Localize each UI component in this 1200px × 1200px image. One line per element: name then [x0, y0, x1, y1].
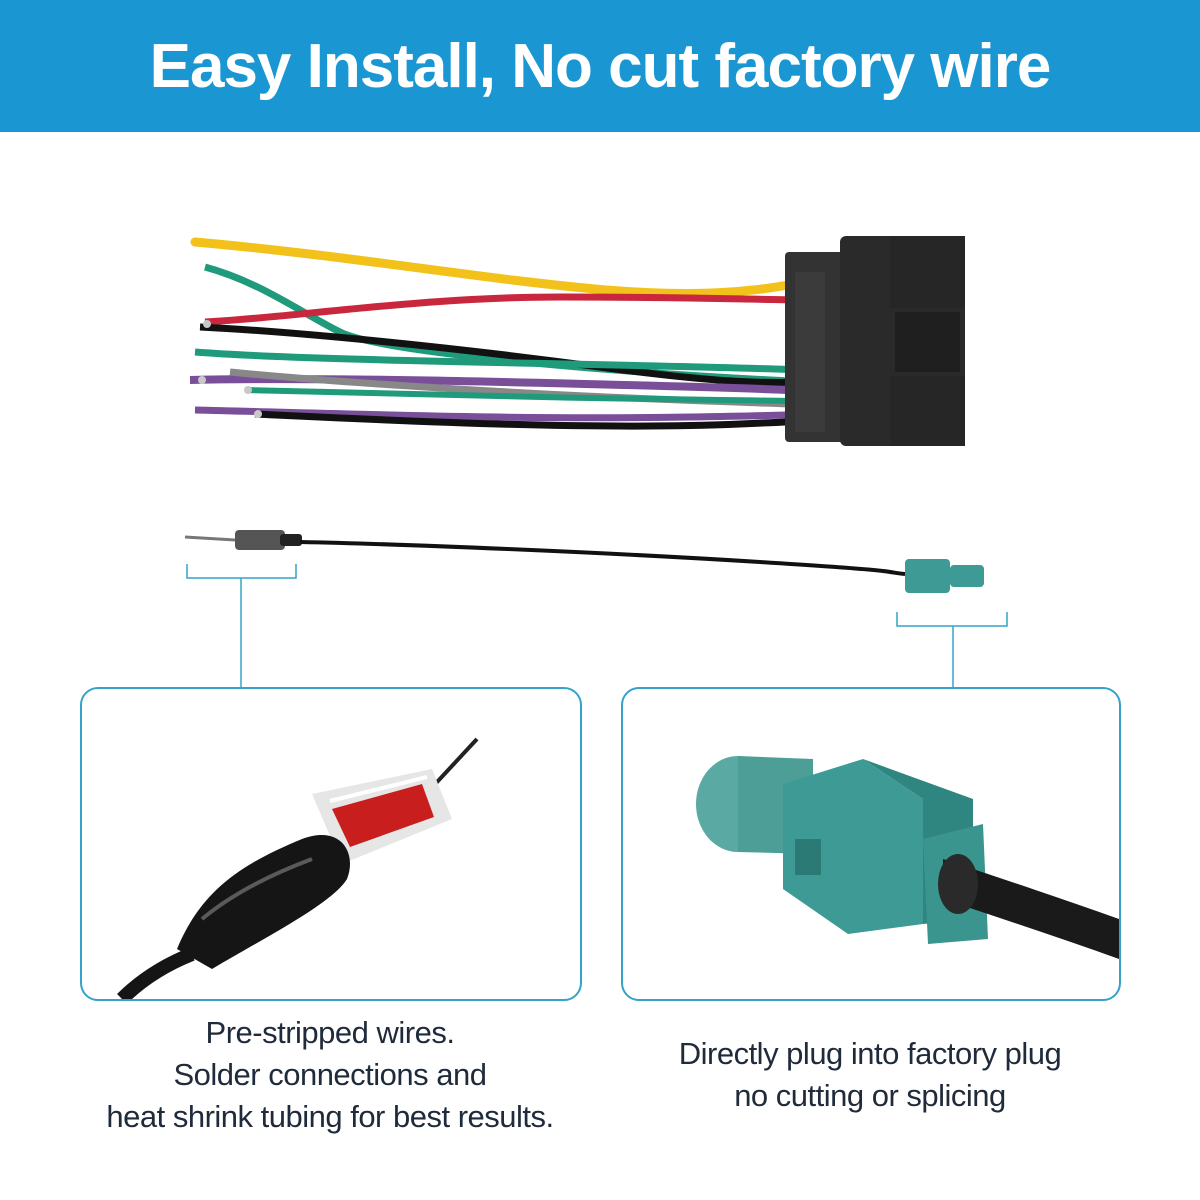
panel-factory-plug [621, 687, 1121, 1001]
left-caption-line: Solder connections and [173, 1057, 487, 1092]
title-banner: Easy Install, No cut factory wire [0, 0, 1200, 132]
left-caption-line: Pre-stripped wires. [205, 1015, 455, 1050]
antenna-adapter [184, 530, 1008, 687]
left-caption-line: heat shrink tubing for best results. [106, 1099, 554, 1134]
panel-pre-stripped [80, 687, 582, 1001]
right-caption: Directly plug into factory plug no cutti… [600, 1033, 1140, 1117]
left-caption: Pre-stripped wires. Solder connections a… [40, 1012, 620, 1138]
harness-connector [785, 236, 965, 446]
right-caption-line: Directly plug into factory plug [678, 1036, 1062, 1071]
fakra-plug-closeup [696, 756, 1119, 959]
antenna-plug-closeup [117, 737, 479, 999]
product-illustration [184, 236, 1008, 687]
wiring-harness [189, 237, 831, 430]
banner-title: Easy Install, No cut factory wire [149, 31, 1052, 101]
right-caption-line: no cutting or splicing [734, 1078, 1006, 1113]
